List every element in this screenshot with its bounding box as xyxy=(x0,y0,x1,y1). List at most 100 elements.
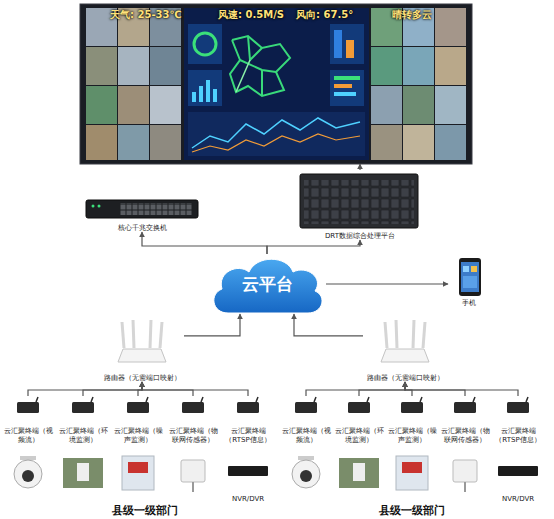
terminal-antenna xyxy=(146,397,148,402)
video-wall: 天气: 25-33℃风速: 0.5M/S风向: 67.5°晴转多云 xyxy=(80,4,472,164)
device-label: 云汇聚终端（噪声监测） xyxy=(111,427,165,444)
router-antenna xyxy=(122,322,124,348)
device-label: 云汇聚终端（RTSP信息） xyxy=(221,427,275,444)
network-map xyxy=(236,60,250,92)
line-chart xyxy=(192,118,360,148)
recorder-body xyxy=(228,466,268,476)
weather-reading: 天气: 25-33℃ xyxy=(110,9,182,21)
text-holder: 天气: 25-33℃风速: 0.5M/S风向: 67.5°晴转多云 xyxy=(80,4,472,164)
server-device: DRT数据综合处理平台 xyxy=(296,170,424,240)
text-holder: 云汇聚终端（物联网传感器） xyxy=(438,396,492,444)
status-led xyxy=(92,205,95,208)
connector-line xyxy=(359,382,405,396)
switch-body xyxy=(86,200,198,218)
device-label: 路由器（无需端口映射） xyxy=(100,374,184,382)
mobile-phone: 手机 xyxy=(448,255,490,307)
status-led xyxy=(98,205,101,208)
wall-tile xyxy=(118,47,149,85)
terminal-device: 云汇聚终端（噪声监测） xyxy=(385,396,439,444)
station-box xyxy=(77,463,89,481)
network-map xyxy=(248,36,262,60)
chart-bar xyxy=(199,86,203,102)
device-label: 云汇聚终端（噪声监测） xyxy=(385,427,439,444)
text-holder: DRT数据综合处理平台 xyxy=(296,170,424,240)
wall-tile xyxy=(435,86,466,124)
group-label: 县级一级部门 xyxy=(100,504,190,517)
chart-bar xyxy=(213,89,217,102)
chart-bar xyxy=(334,92,356,96)
switch-device: 核心千兆交换机 xyxy=(80,196,204,232)
recorder-device: NVR/DVR xyxy=(221,455,275,503)
wall-tile xyxy=(118,86,149,124)
network-map xyxy=(261,70,263,96)
terminal-body xyxy=(454,402,476,413)
noise-display xyxy=(128,462,148,473)
connector-line xyxy=(405,382,518,396)
terminal-antenna xyxy=(201,397,203,402)
cloud-label: 云平台 xyxy=(208,274,326,294)
terminal-antenna xyxy=(420,397,422,402)
terminal-device: 云汇聚终端（RTSP信息） xyxy=(491,396,545,444)
connector-line xyxy=(405,382,412,396)
terminal-body xyxy=(348,402,370,413)
text-holder: NVR/DVR xyxy=(491,455,545,503)
wall-tile xyxy=(371,86,402,124)
terminal-device: 云汇聚终端（视频流） xyxy=(279,396,333,444)
device-label: 云汇聚终端（环境监测） xyxy=(332,427,386,444)
connector-line xyxy=(83,382,142,396)
terminal-antenna xyxy=(314,397,316,402)
text-holder: 云汇聚终端（噪声监测） xyxy=(111,396,165,444)
weather-reading: 风向: 67.5° xyxy=(296,9,353,21)
wall-tile xyxy=(86,125,117,160)
device-label: 核心千兆交换机 xyxy=(80,224,204,232)
connector-line xyxy=(138,382,142,396)
router-antenna xyxy=(150,320,151,348)
weather-reading: 晴转多云 xyxy=(392,9,432,21)
station-box xyxy=(353,463,365,481)
dome-camera xyxy=(14,460,42,488)
chart-bar xyxy=(334,30,342,58)
connector-line xyxy=(405,382,465,396)
text-holder: 云汇聚终端（RTSP信息） xyxy=(221,396,275,444)
wall-tile xyxy=(435,8,466,46)
iot-sensor xyxy=(181,460,205,482)
device-label: 云汇聚终端（视频流） xyxy=(1,427,55,444)
router-body xyxy=(381,349,429,362)
noise-display xyxy=(402,462,422,473)
terminal-body xyxy=(507,402,529,413)
wall-tile xyxy=(118,125,149,160)
terminal-body xyxy=(17,402,39,413)
text-holder: 云汇聚终端（视频流） xyxy=(1,396,55,444)
camera-lens xyxy=(22,470,34,482)
text-holder: 云汇聚终端（噪声监测） xyxy=(385,396,439,444)
group-label: 县级一级部门 xyxy=(367,504,457,517)
wall-tile xyxy=(403,125,434,160)
router-antenna xyxy=(396,320,397,348)
router-antenna xyxy=(133,320,134,348)
device-label: 路由器（无需端口映射） xyxy=(363,374,447,382)
terminal-device: 云汇聚终端（物联网传感器） xyxy=(166,396,220,444)
router-antenna xyxy=(413,320,414,348)
wall-tile xyxy=(435,47,466,85)
device-label: 云汇聚终端（视频流） xyxy=(279,427,333,444)
wall-tile xyxy=(150,86,181,124)
terminal-device: 云汇聚终端（噪声监测） xyxy=(111,396,165,444)
text-holder: 路由器（无需端口映射） xyxy=(363,316,447,382)
device-label: 云汇聚终端（RTSP信息） xyxy=(491,427,545,444)
router-device: 路由器（无需端口映射） xyxy=(100,316,184,382)
text-holder: 路由器（无需端口映射） xyxy=(100,316,184,382)
connector-line xyxy=(184,314,240,336)
text-holder: 云汇聚终端（RTSP信息） xyxy=(491,396,545,444)
switch-ports xyxy=(120,203,192,215)
connector-line xyxy=(294,314,363,336)
connector-line xyxy=(267,240,360,254)
device-label: 手机 xyxy=(448,299,490,307)
iot-sensor xyxy=(453,460,477,482)
terminal-body xyxy=(401,402,423,413)
chart-bar xyxy=(206,80,210,102)
phone-icon xyxy=(471,266,477,272)
connector-line xyxy=(142,382,248,396)
text-holder: 核心千兆交换机 xyxy=(80,196,204,232)
